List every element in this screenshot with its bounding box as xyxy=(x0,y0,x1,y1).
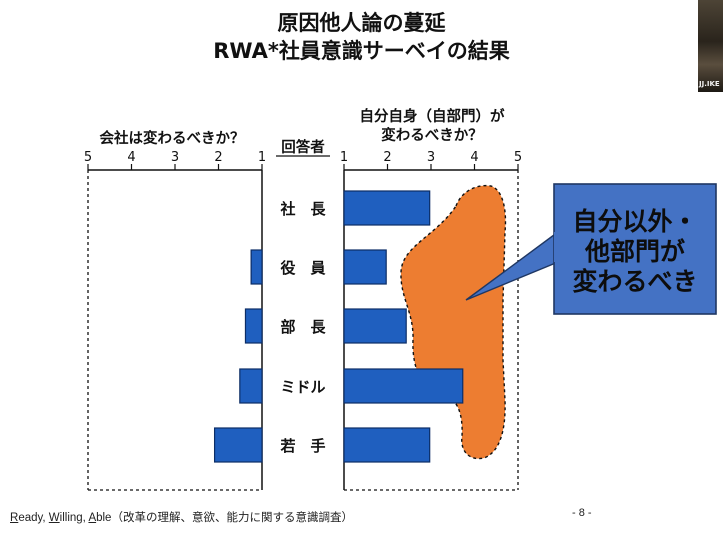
footnote-part-5: A xyxy=(88,512,97,524)
left-tick-label-2: 2 xyxy=(214,150,222,165)
left-axis-title: 会社は変わるべきか？ xyxy=(100,129,245,147)
left-tick-label-3: 3 xyxy=(171,150,179,165)
right-tick-label-2: 2 xyxy=(383,150,391,165)
right-tick-label-5: 5 xyxy=(514,150,522,165)
right-bar-3 xyxy=(343,308,407,344)
right-bar-1 xyxy=(343,190,431,226)
callout-text-line-3: 変わるべき xyxy=(572,267,697,296)
footnote-part-2: eady, xyxy=(18,512,49,524)
left-bar-4 xyxy=(239,368,263,404)
category-label-5: 若 手 xyxy=(279,437,325,455)
presenter-thumbnail: JJ.IKE xyxy=(698,0,723,92)
category-header: 回答者 xyxy=(281,138,325,156)
right-tick-label-3: 3 xyxy=(427,150,435,165)
left-bar-5 xyxy=(213,427,263,463)
right-bar-4 xyxy=(343,368,464,404)
title-line-2: RWA*社員意識サーベイの結果 xyxy=(213,39,510,63)
category-label-3: 部 長 xyxy=(280,318,326,336)
left-bar-2 xyxy=(250,249,263,285)
category-label-2: 役 員 xyxy=(280,259,325,277)
left-tick-label-4: 4 xyxy=(127,150,135,165)
left-bar-3 xyxy=(244,308,263,344)
callout-text-line-2: 他部門が xyxy=(584,237,685,266)
category-label-4: ミドル xyxy=(280,378,325,396)
left-tick-label-1: 1 xyxy=(258,150,266,165)
right-tick-label-1: 1 xyxy=(340,150,348,165)
thumbnail-label: JJ.IKE xyxy=(699,80,720,88)
page-number: - 8 - xyxy=(572,507,592,519)
footnote-part-3: W xyxy=(48,512,60,524)
footnote-part-6: ble（改革の理解、意欲、能力に関する意識調査） xyxy=(96,512,353,524)
right-bar-2 xyxy=(343,249,387,285)
right-bar-5 xyxy=(343,427,431,463)
title-line-1: 原因他人論の蔓延 xyxy=(277,11,446,35)
left-tick-label-5: 5 xyxy=(84,150,92,165)
highlight-region xyxy=(400,184,507,460)
callout-text-line-1: 自分以外・ xyxy=(572,207,697,236)
right-tick-label-4: 4 xyxy=(470,150,478,165)
callout-join xyxy=(554,232,558,262)
footnote-part-1: R xyxy=(10,512,19,524)
category-label-1: 社 長 xyxy=(279,200,326,218)
footnote-part-4: illing, xyxy=(59,512,89,524)
right-axis-title-line-1: 自分自身（自部門）が xyxy=(360,107,505,125)
footnote: Ready, Willing, Able（改革の理解、意欲、能力に関する意識調査… xyxy=(10,509,353,525)
right-axis-title-line-2: 変わるべきか？ xyxy=(381,126,483,144)
callout-box xyxy=(553,183,717,315)
